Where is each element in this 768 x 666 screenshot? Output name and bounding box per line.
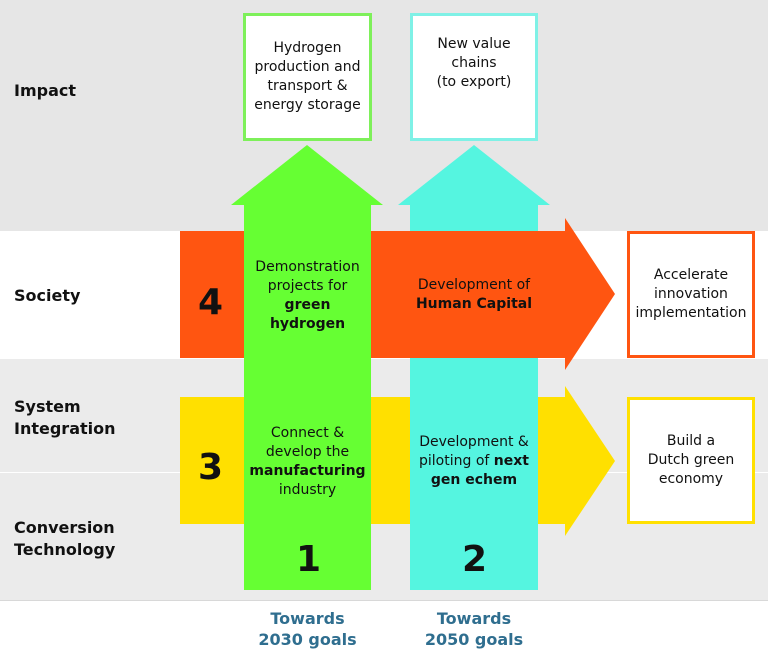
- goal-2050-line2: 2050 goals: [424, 630, 524, 649]
- row-label-system-line2: Integration: [14, 419, 116, 438]
- arrow-4-number: 4: [198, 282, 224, 323]
- outcome-innovation-line3: implementation: [635, 305, 747, 321]
- outcome-box-innovation: Accelerate innovation implementation: [627, 231, 755, 358]
- arrow-4-line1: Development of: [417, 277, 531, 293]
- impact-hydrogen-line3: transport &: [267, 78, 348, 94]
- row-label-society: Society: [14, 286, 81, 305]
- outcome-innovation-line1: Accelerate: [653, 267, 729, 283]
- arrow-1-number: 1: [296, 539, 322, 580]
- outcome-economy-line2: Dutch green: [647, 452, 735, 468]
- arrow-3-line1: Connect &: [270, 425, 345, 441]
- row-label-conversion-line1: Conversion: [14, 518, 115, 537]
- impact-value-chains-line1: New value: [437, 35, 511, 52]
- arrow-1-line3: green: [284, 297, 331, 313]
- impact-box-value-chains: New value chains (to export): [410, 13, 538, 141]
- arrow-4-line2: Human Capital: [415, 296, 533, 312]
- impact-hydrogen-line4: energy storage: [254, 97, 361, 113]
- arrow-3-number: 3: [198, 447, 224, 488]
- arrow-2-line2: piloting of: [419, 453, 490, 469]
- row-label-conversion-technology: Conversion Technology: [14, 517, 115, 561]
- arrow-3-line2: develop the: [265, 444, 350, 460]
- goal-2030-line1: Towards: [270, 609, 345, 628]
- arrow-1-shape: [231, 145, 383, 590]
- arrow-2-number: 2: [462, 539, 488, 580]
- arrow-1-line1: Demonstration: [255, 259, 360, 275]
- arrow-3-line3: manufacturing: [249, 463, 366, 479]
- arrow-2-label: Development & piloting of next gen echem: [408, 433, 540, 490]
- arrow-3-line4: industry: [278, 482, 337, 498]
- impact-hydrogen-line2: production and: [254, 59, 361, 75]
- arrow-2-line2-bold: next: [493, 453, 529, 469]
- goal-2050: Towards 2050 goals: [400, 608, 548, 650]
- arrow-1-line2: projects for: [267, 278, 348, 294]
- row-label-impact: Impact: [14, 81, 77, 100]
- arrow-2-line3: gen echem: [430, 472, 518, 488]
- outcome-box-economy: Build a Dutch green economy: [627, 397, 755, 524]
- arrow-3-label: Connect & develop the manufacturing indu…: [244, 424, 371, 500]
- goal-2030-line2: 2030 goals: [258, 630, 357, 649]
- arrow-2-overlap-system: [410, 397, 538, 524]
- row-label-system-line1: System: [14, 397, 81, 416]
- arrow-1-line4: hydrogen: [269, 316, 346, 332]
- arrow-1-label: Demonstration projects for green hydroge…: [244, 258, 371, 334]
- goal-2030: Towards 2030 goals: [244, 608, 371, 650]
- row-label-system-integration: System Integration: [14, 396, 116, 440]
- arrow-2-line1: Development &: [419, 434, 529, 450]
- outcome-innovation-line2: innovation: [654, 286, 728, 302]
- impact-hydrogen-line1: Hydrogen: [273, 40, 342, 56]
- row-label-conversion-line2: Technology: [14, 540, 116, 559]
- impact-value-chains-line2: chains: [451, 54, 497, 71]
- impact-band: [0, 0, 768, 231]
- impact-box-hydrogen: Hydrogen production and transport & ener…: [243, 13, 372, 141]
- goal-2050-line1: Towards: [436, 609, 512, 628]
- arrow-4-label: Development of Human Capital: [396, 276, 552, 314]
- impact-value-chains-line3: (to export): [436, 73, 512, 90]
- bottom-divider: [0, 600, 768, 601]
- outcome-economy-line1: Build a: [666, 433, 716, 449]
- outcome-economy-line3: economy: [658, 471, 724, 487]
